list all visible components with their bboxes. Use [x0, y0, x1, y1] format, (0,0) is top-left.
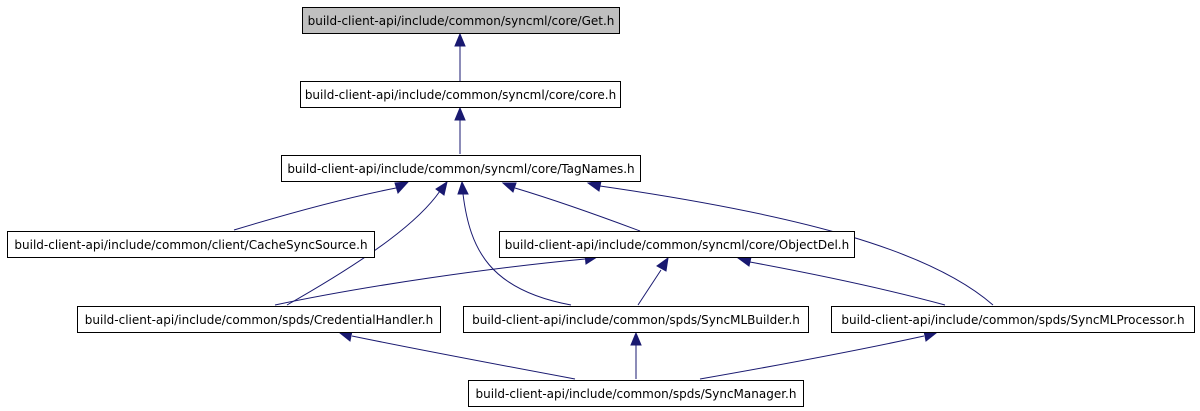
- edge-arrowhead: [586, 180, 602, 192]
- edge-arrowhead: [630, 331, 642, 346]
- edge-arrowhead: [736, 256, 752, 267]
- edge-syncmlbuilder-to-objectdel: [637, 269, 662, 306]
- edge-cachesyncsource-to-tagnames: [233, 187, 397, 231]
- node-get-h: build-client-api/include/common/syncml/c…: [302, 7, 620, 34]
- edge-arrowhead: [501, 182, 517, 193]
- edge-objectdel-to-tagnames: [514, 187, 641, 232]
- node-syncmlprocessor-h[interactable]: build-client-api/include/common/spds/Syn…: [831, 306, 1195, 333]
- node-cachesyncsource-h[interactable]: build-client-api/include/common/client/C…: [7, 231, 375, 258]
- edge-syncmanager-to-credentialhandler: [351, 335, 576, 380]
- edge-credentialhandler-to-objectdel: [274, 258, 586, 306]
- edge-arrowhead: [454, 32, 466, 47]
- node-objectdel-h[interactable]: build-client-api/include/common/syncml/c…: [499, 231, 855, 258]
- node-credentialhandler-h[interactable]: build-client-api/include/common/spds/Cre…: [77, 306, 441, 333]
- edge-arrowhead: [435, 180, 448, 196]
- node-syncmanager-h[interactable]: build-client-api/include/common/spds/Syn…: [468, 380, 804, 407]
- node-core-h[interactable]: build-client-api/include/common/syncml/c…: [300, 81, 621, 108]
- edge-arrowhead: [457, 180, 469, 195]
- edge-arrowhead: [394, 181, 410, 194]
- node-tagnames-h[interactable]: build-client-api/include/common/syncml/c…: [281, 155, 641, 182]
- edge-arrowhead: [454, 106, 466, 121]
- edge-arrowhead: [656, 256, 669, 272]
- edge-syncmlprocessor-to-objectdel: [749, 261, 946, 306]
- node-syncmlbuilder-h[interactable]: build-client-api/include/common/spds/Syn…: [463, 306, 809, 333]
- edge-syncmanager-to-syncmlprocessor: [699, 335, 925, 380]
